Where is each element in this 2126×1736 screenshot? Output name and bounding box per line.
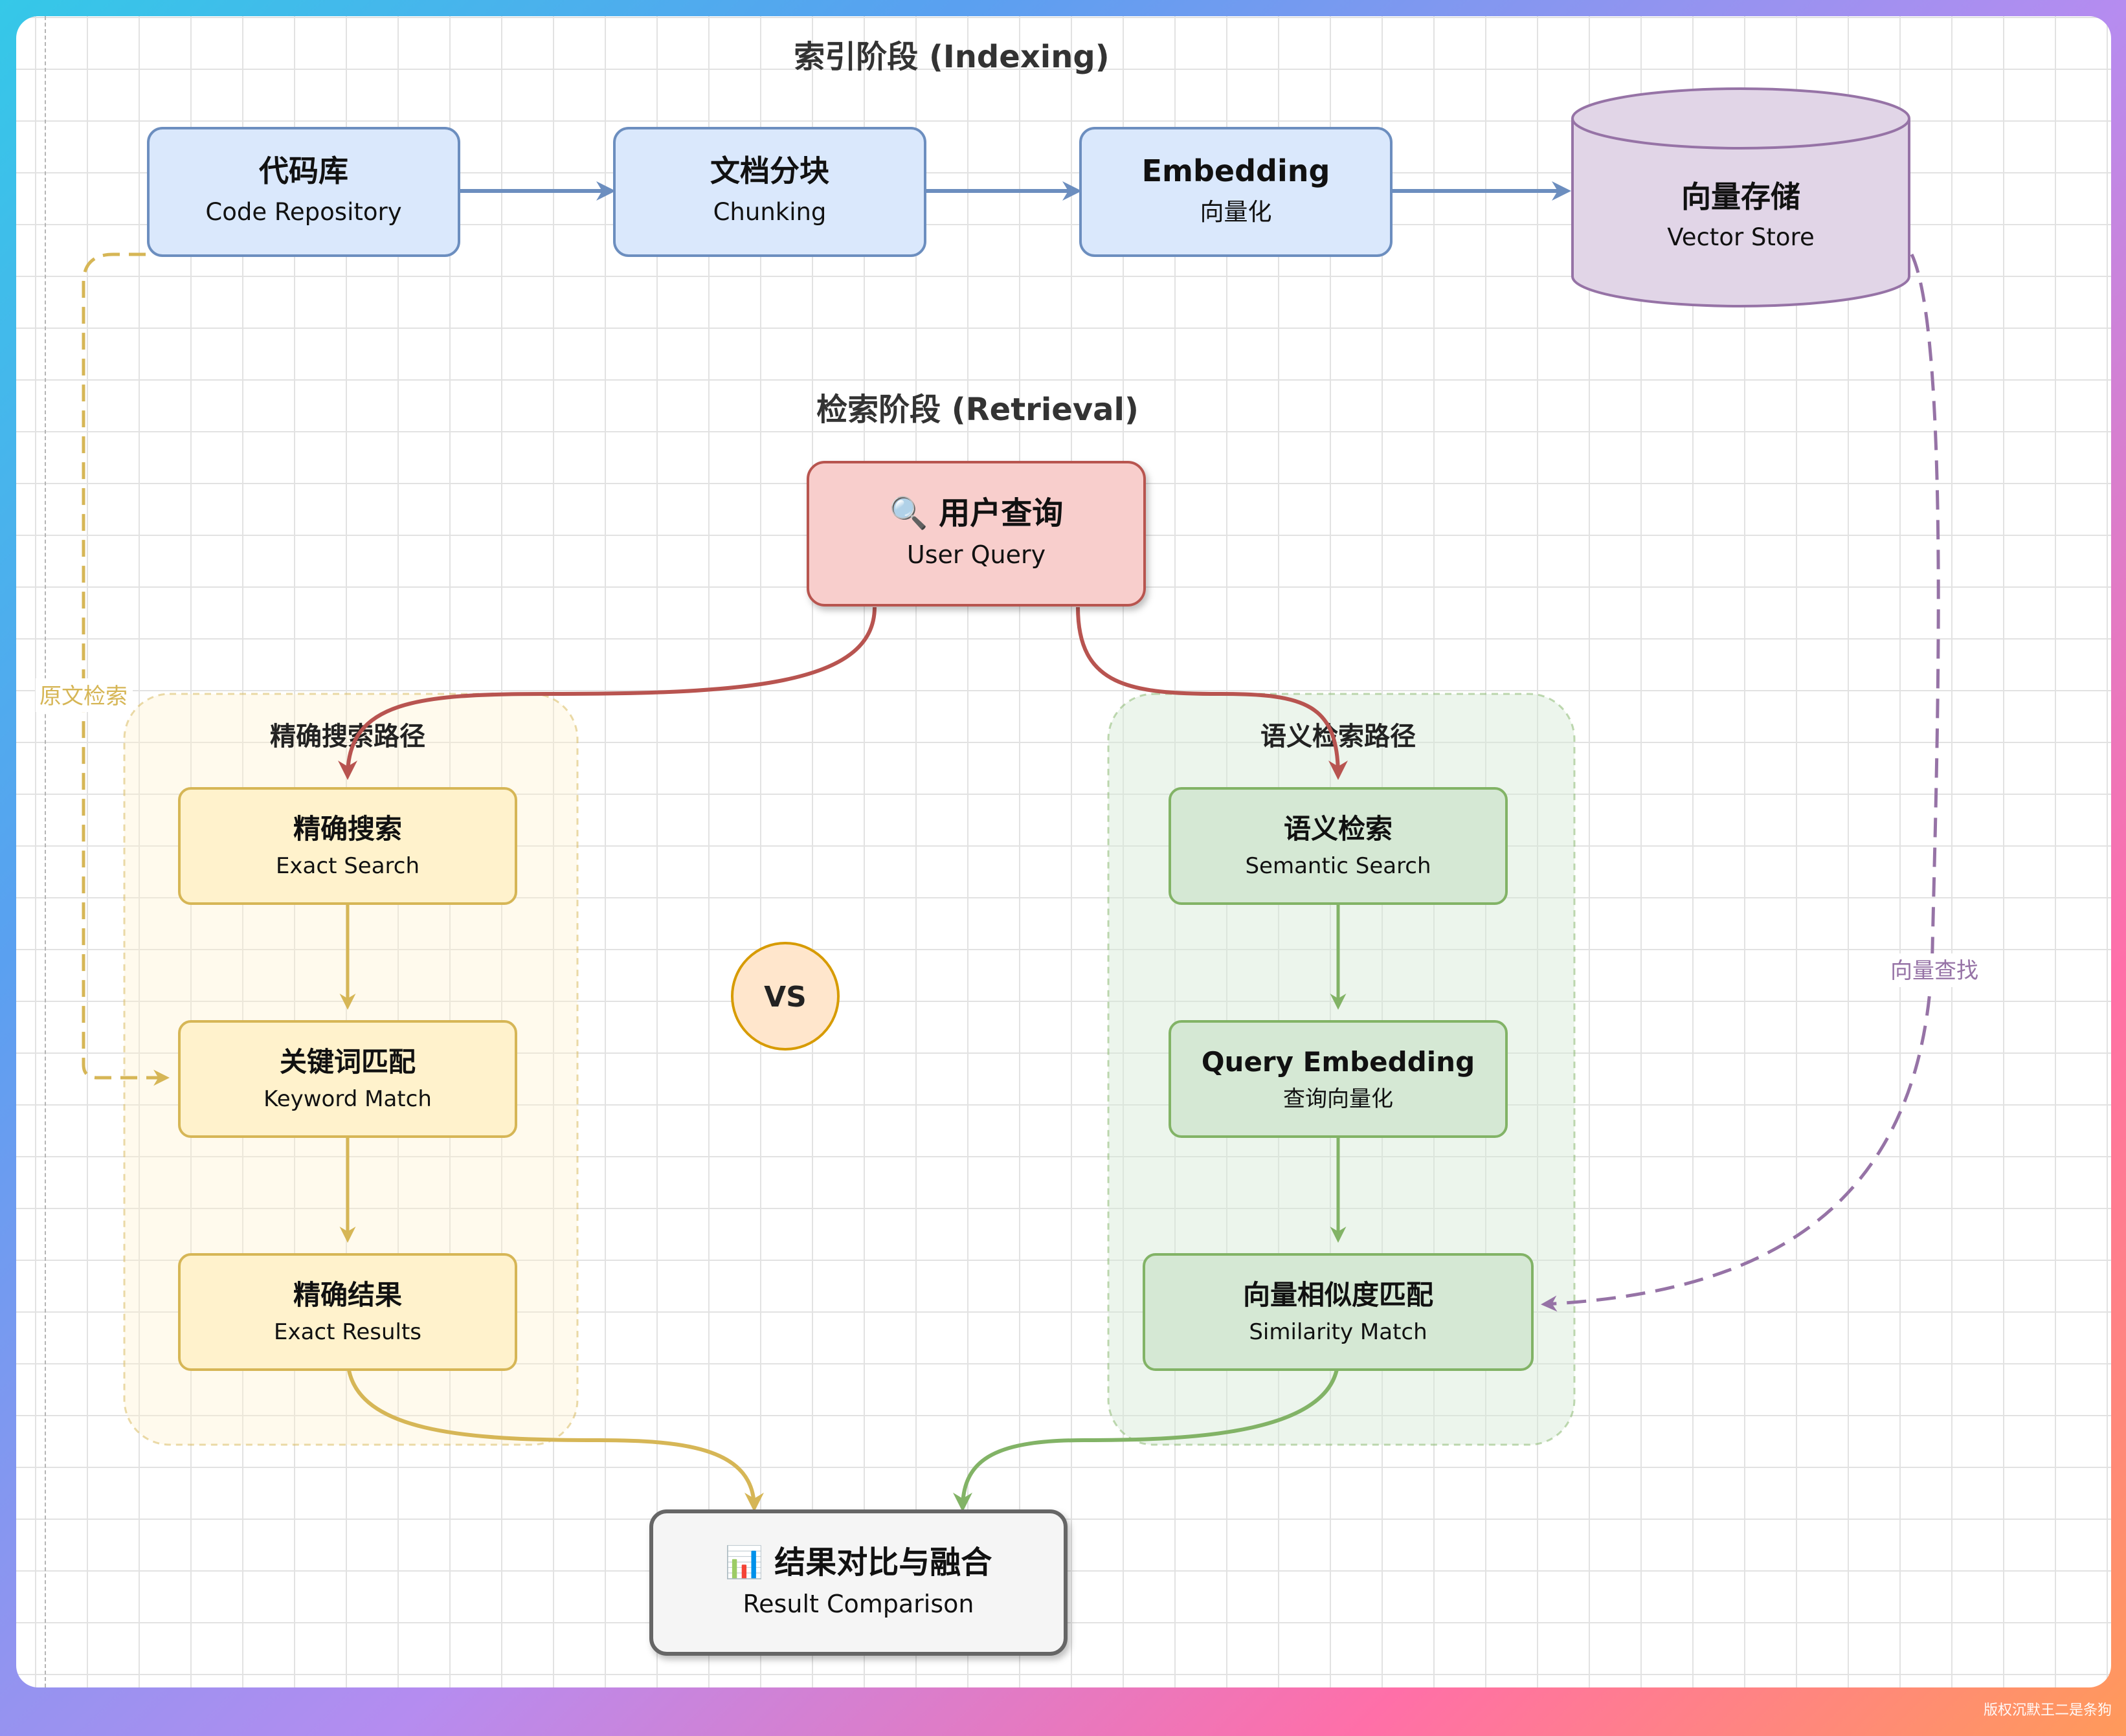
node-embedding-title: Embedding	[1142, 153, 1330, 188]
guide-line	[45, 16, 46, 1687]
edge-query-to-exact	[338, 606, 877, 780]
node-vector-store-title: 向量存储	[1681, 179, 1800, 214]
vector-lookup-label-bg	[1886, 953, 1983, 987]
node-similarity-match-title: 向量相似度匹配	[1243, 1279, 1433, 1311]
node-exact-search[interactable]: 精确搜索 Exact Search	[178, 787, 517, 905]
raw-text-search-label: 原文检索	[39, 684, 128, 709]
node-result-comparison-subtitle: Result Comparison	[743, 1590, 974, 1618]
node-chunking-title: 文档分块	[710, 153, 829, 188]
edge-similarity-to-comparison	[953, 1357, 1340, 1512]
diagram-canvas: 索引阶段 (Indexing) 检索阶段 (Retrieval) 精确搜索路径 …	[16, 16, 2111, 1687]
node-semantic-search[interactable]: 语义检索 Semantic Search	[1169, 787, 1508, 905]
node-semantic-search-subtitle: Semantic Search	[1245, 853, 1431, 879]
node-embedding-subtitle: 向量化	[1200, 198, 1272, 226]
node-similarity-match-subtitle: Similarity Match	[1249, 1319, 1427, 1345]
raw-text-search-label-bg	[36, 678, 133, 712]
watermark: 版权沉默王二是条狗	[1983, 1702, 2112, 1719]
node-keyword-match[interactable]: 关键词匹配 Keyword Match	[178, 1020, 517, 1138]
node-chunking[interactable]: 文档分块 Chunking	[613, 127, 926, 257]
node-query-embedding[interactable]: Query Embedding 查询向量化	[1169, 1020, 1508, 1138]
vs-badge: VS	[731, 942, 840, 1051]
node-result-comparison-title: 📊 结果对比与融合	[725, 1544, 992, 1581]
retrieval-title: 检索阶段 (Retrieval)	[816, 392, 1139, 428]
node-user-query[interactable]: 🔍 用户查询 User Query	[807, 461, 1146, 606]
vs-label: VS	[764, 981, 807, 1014]
node-query-embedding-title: Query Embedding	[1202, 1046, 1475, 1078]
edge-raw-text-search	[82, 252, 170, 1086]
node-similarity-match[interactable]: 向量相似度匹配 Similarity Match	[1143, 1253, 1534, 1371]
node-vector-store[interactable]: 向量存储 Vector Store	[1571, 87, 1910, 307]
node-keyword-match-subtitle: Keyword Match	[263, 1086, 432, 1112]
node-code-repository-subtitle: Code Repository	[205, 198, 401, 226]
node-exact-search-title: 精确搜索	[293, 813, 402, 845]
edge-query-to-semantic	[1076, 606, 1348, 780]
flow-diagram: 索引阶段 (Indexing) 检索阶段 (Retrieval) 精确搜索路径 …	[36, 39, 1983, 1656]
edge-exact-results-to-comparison	[346, 1357, 764, 1512]
node-exact-results-title: 精确结果	[293, 1279, 402, 1311]
node-chunking-subtitle: Chunking	[713, 198, 827, 226]
node-query-embedding-subtitle: 查询向量化	[1283, 1086, 1393, 1112]
node-exact-results[interactable]: 精确结果 Exact Results	[178, 1253, 517, 1371]
node-result-comparison[interactable]: 📊 结果对比与融合 Result Comparison	[649, 1509, 1068, 1656]
node-user-query-subtitle: User Query	[907, 540, 1046, 569]
indexing-title: 索引阶段 (Indexing)	[794, 39, 1109, 75]
vector-lookup-label: 向量查找	[1890, 958, 1978, 984]
node-semantic-search-title: 语义检索	[1284, 813, 1393, 845]
node-embedding[interactable]: Embedding 向量化	[1079, 127, 1393, 257]
edge-vector-lookup	[1541, 253, 1940, 1312]
node-keyword-match-title: 关键词匹配	[280, 1046, 416, 1078]
node-code-repository[interactable]: 代码库 Code Repository	[147, 127, 460, 257]
semantic-path-label: 语义检索路径	[1260, 722, 1416, 751]
node-code-repository-title: 代码库	[258, 153, 348, 188]
exact-path-label: 精确搜索路径	[270, 722, 425, 751]
node-exact-search-subtitle: Exact Search	[276, 853, 420, 879]
node-exact-results-subtitle: Exact Results	[274, 1319, 421, 1345]
node-vector-store-subtitle: Vector Store	[1667, 223, 1814, 251]
node-user-query-title: 🔍 用户查询	[890, 493, 1063, 531]
